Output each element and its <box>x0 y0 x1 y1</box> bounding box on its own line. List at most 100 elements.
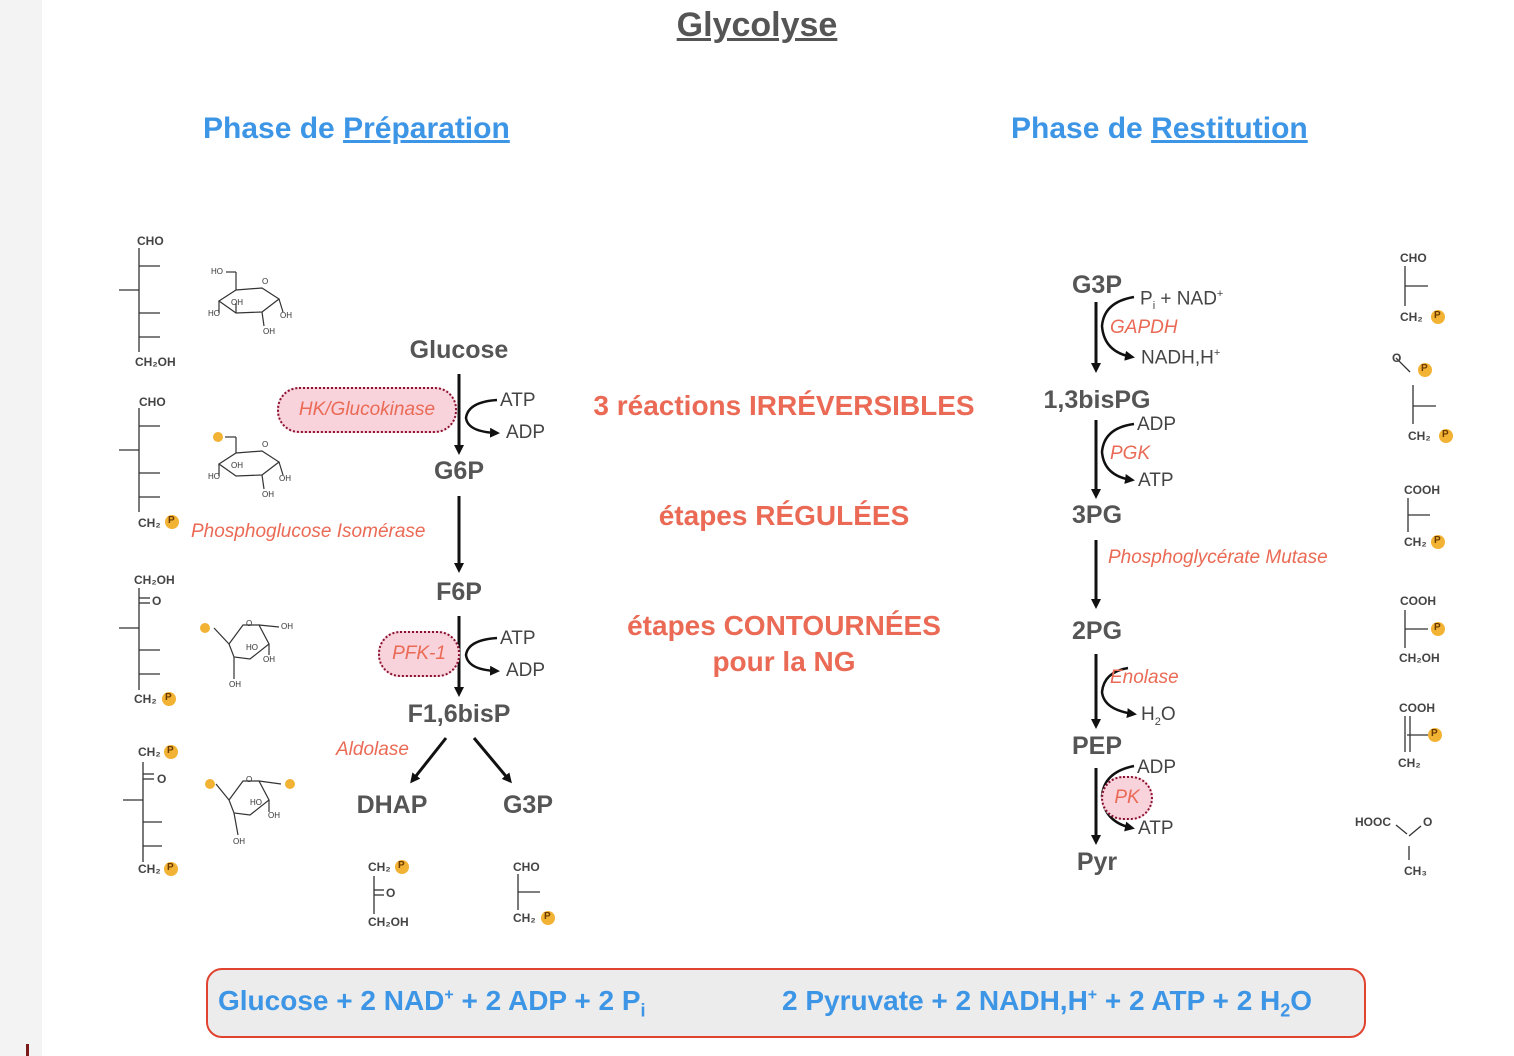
ring-ho-label: HO <box>211 267 223 276</box>
ring-oh-label: OH <box>279 474 291 483</box>
metabolite-f6p: F6P <box>436 578 482 606</box>
arrow-enolase-cofactor <box>1100 666 1137 719</box>
r-g3p-ch2-label: CH₂ <box>1400 310 1423 324</box>
dhap-o-label: O <box>386 886 396 900</box>
r-metabolite-g3p: G3P <box>1071 271 1123 299</box>
enzyme-pk: PK <box>1101 776 1153 820</box>
ring-oh-label: OH <box>280 311 292 320</box>
phosphate-letter: P <box>1434 622 1441 633</box>
phosphate-letter: P <box>1442 429 1449 440</box>
page-title: Glycolyse <box>676 6 838 44</box>
phosphate-letter: P <box>1421 363 1428 374</box>
hk-atp-label: ATP <box>500 390 536 411</box>
g6p-ring-structure <box>217 436 284 490</box>
left-margin-bar <box>0 0 42 1056</box>
r-metabolite-3pg: 3PG <box>1071 501 1123 529</box>
ring-oh-label: OH <box>229 680 241 689</box>
f16bp-fischer-structure <box>123 762 162 862</box>
r-2pg-cooh-label: COOH <box>1400 594 1436 608</box>
g3p-structure <box>517 874 540 910</box>
enzyme-aldolase: Aldolase <box>336 739 409 760</box>
arrow-gapdh-cofactor <box>1100 295 1135 361</box>
enzyme-pgk: PGK <box>1110 443 1151 464</box>
ring-ho-label: HO <box>208 472 220 481</box>
pep-structure <box>1404 716 1428 752</box>
pyruvate-structure <box>1395 824 1422 860</box>
enzyme-hk-glucokinase: HK/Glucokinase <box>277 387 457 433</box>
r-g3p-cho-label: CHO <box>1400 251 1427 265</box>
note-for-ng: pour la NG <box>712 646 856 677</box>
dhap-ch2-label: CH₂ <box>368 860 391 874</box>
ring-ho-label: HO <box>246 643 258 652</box>
enzyme-pfk1: PFK-1 <box>378 631 460 677</box>
f16bp-o-label: O <box>157 772 167 786</box>
r-3pg-ch2-label: CH₂ <box>1404 535 1427 549</box>
phase-preparation-word: Préparation <box>343 112 510 145</box>
f6p-ch2oh-label: CH₂OH <box>134 573 175 587</box>
g6p-ch2-label: CH₂ <box>138 516 161 530</box>
pk-adp-label: ADP <box>1137 757 1177 778</box>
f6p-fischer-structure <box>119 588 160 690</box>
arrow-pgk-cofactor <box>1100 422 1135 484</box>
r-pep-cooh-label: COOH <box>1399 701 1435 715</box>
r-pyr-o-label: O <box>1423 815 1433 829</box>
equation-left-side: Glucose + 2 NAD+ + 2 ADP + 2 Pi <box>218 985 646 1021</box>
3pg-structure <box>1407 498 1430 532</box>
metabolite-f16bp: F1,6bisP <box>407 700 511 728</box>
phase-restitution-heading: Phase de Restitution <box>1011 112 1308 145</box>
phosphate-letter: P <box>1434 310 1441 321</box>
r-metabolite-pep: PEP <box>1071 732 1123 760</box>
pfk-atp-label: ATP <box>500 628 536 649</box>
pgk-adp-label: ADP <box>1137 414 1177 435</box>
ring-ho-label: HO <box>250 798 262 807</box>
g3p-cho-label: CHO <box>513 860 540 874</box>
note-irreversible: 3 réactions IRRÉVERSIBLES <box>593 390 975 421</box>
enzyme-pgm: Phosphoglycérate Mutase <box>1108 547 1328 568</box>
phosphate-letter: P <box>398 860 405 871</box>
arrow-f16bp-dhap <box>410 737 448 784</box>
ring-o-label: O <box>246 775 253 784</box>
f16bp-ring-structure <box>215 780 282 836</box>
glucose-fischer-structure <box>119 248 160 352</box>
f6p-o-label: O <box>152 594 162 608</box>
phosphate-letter: P <box>167 745 174 756</box>
ring-oh-label: OH <box>263 655 275 664</box>
dhap-ch2oh-label: CH₂OH <box>368 915 409 929</box>
gapdh-nadh-label: NADH,H+ <box>1141 347 1221 369</box>
ring-oh-label: OH <box>231 298 243 307</box>
r-metabolite-2pg: 2PG <box>1071 617 1123 645</box>
left-margin-mark <box>26 1044 29 1056</box>
metabolite-g3p: G3P <box>502 791 554 819</box>
ring-oh-label: OH <box>262 490 274 499</box>
ring-oh-label: OH <box>281 622 293 631</box>
phosphate-markers <box>162 310 1453 925</box>
f6p-ring-structure <box>213 624 280 679</box>
phosphate-letter: P <box>167 862 174 873</box>
gapdh-pi-nad-label: Pi + NAD+ <box>1140 288 1224 313</box>
equation-right-side: 2 Pyruvate + 2 NADH,H+ + 2 ATP + 2 H2O <box>782 985 1313 1021</box>
enzyme-enolase: Enolase <box>1110 667 1179 688</box>
r-pyr-ch3-label: CH₃ <box>1404 864 1427 878</box>
arrow-pfk-cofactor <box>464 636 500 676</box>
glucose-cho-label: CHO <box>137 234 164 248</box>
enolase-h2o-label: H2O <box>1141 704 1176 728</box>
pk-atp-label: ATP <box>1138 818 1174 839</box>
ring-o-label: O <box>246 619 253 628</box>
arrow-hk-cofactor <box>464 398 500 438</box>
enzyme-pgi: Phosphoglucose Isomérase <box>191 521 426 542</box>
r-bpg-ch2-label: CH₂ <box>1408 429 1431 443</box>
glucose-ch2oh-label: CH₂OH <box>135 355 176 369</box>
glucose-ring-structure <box>217 271 284 327</box>
phosphate-letter: P <box>165 692 172 703</box>
overall-equation-box <box>206 968 1366 1038</box>
2pg-structure <box>1404 610 1428 648</box>
phase-restitution-word: Restitution <box>1151 112 1308 145</box>
r-pep-ch2-label: CH₂ <box>1398 756 1421 770</box>
r-metabolite-bpg: 1,3bisPG <box>1043 386 1151 414</box>
r-metabolite-pyr: Pyr <box>1076 848 1118 876</box>
r-pyr-hooc-label: HOOC <box>1355 815 1391 829</box>
f16bp-ch2-top-label: CH₂ <box>138 745 161 759</box>
metabolite-glucose: Glucose <box>409 336 509 364</box>
metabolite-g6p: G6P <box>433 457 485 485</box>
g6p-fischer-structure <box>119 408 160 512</box>
